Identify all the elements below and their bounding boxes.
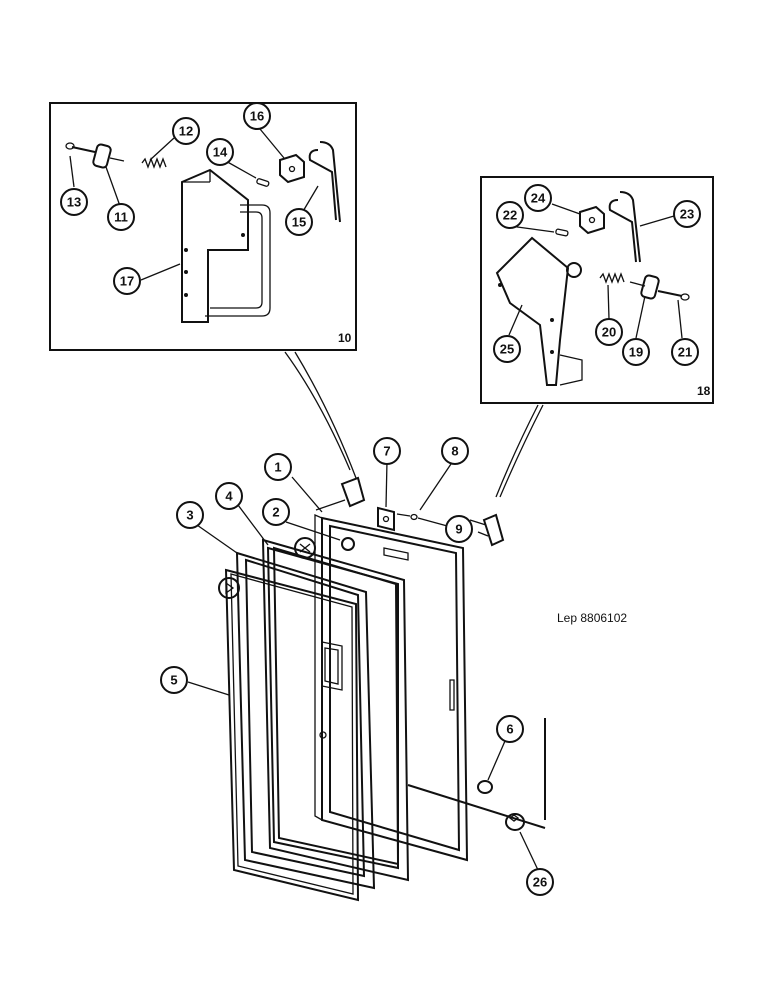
svg-text:23: 23 [680,207,694,222]
svg-text:1: 1 [274,460,281,475]
callout-15: 15 [285,208,313,236]
detail-box-18: 18 [480,176,714,404]
svg-text:25: 25 [500,342,514,357]
callout-14: 14 [206,138,234,166]
callout-24: 24 [524,184,552,212]
svg-text:6: 6 [506,722,513,737]
callout-8: 8 [441,437,469,465]
svg-text:15: 15 [292,215,306,230]
svg-text:5: 5 [170,673,177,688]
callout-23: 23 [673,200,701,228]
svg-text:12: 12 [179,124,193,139]
callout-17: 17 [113,267,141,295]
svg-text:26: 26 [533,875,547,890]
callout-13: 13 [60,188,88,216]
callout-2: 2 [262,498,290,526]
callout-26: 26 [526,868,554,896]
callout-20: 20 [595,318,623,346]
callout-5: 5 [160,666,188,694]
svg-text:9: 9 [455,522,462,537]
callout-9: 9 [445,515,473,543]
svg-text:11: 11 [114,210,128,225]
callout-6: 6 [496,715,524,743]
callout-21: 21 [671,338,699,366]
svg-text:14: 14 [213,145,228,160]
reference-number: Lep 8806102 [557,611,627,625]
callout-3: 3 [176,501,204,529]
detail-box-18-label: 18 [697,384,711,398]
callout-25: 25 [493,335,521,363]
svg-text:2: 2 [272,505,279,520]
detail-box-10-label: 10 [338,331,352,345]
svg-text:21: 21 [678,345,692,360]
svg-text:22: 22 [503,208,517,223]
svg-text:16: 16 [250,109,264,124]
callout-19: 19 [622,338,650,366]
svg-text:19: 19 [629,345,643,360]
svg-text:8: 8 [451,444,458,459]
svg-text:7: 7 [383,444,390,459]
callout-22: 22 [496,201,524,229]
callout-7: 7 [373,437,401,465]
callout-1: 1 [264,453,292,481]
callout-16: 16 [243,102,271,130]
door-frame-assembly [218,476,546,902]
svg-text:17: 17 [120,274,134,289]
svg-text:4: 4 [225,489,233,504]
callout-11: 11 [107,203,135,231]
svg-text:13: 13 [67,195,81,210]
callout-4: 4 [215,482,243,510]
svg-text:24: 24 [531,191,546,206]
svg-text:3: 3 [186,508,193,523]
detail-box-10: 10 [49,102,357,351]
callout-12: 12 [172,117,200,145]
svg-text:20: 20 [602,325,616,340]
